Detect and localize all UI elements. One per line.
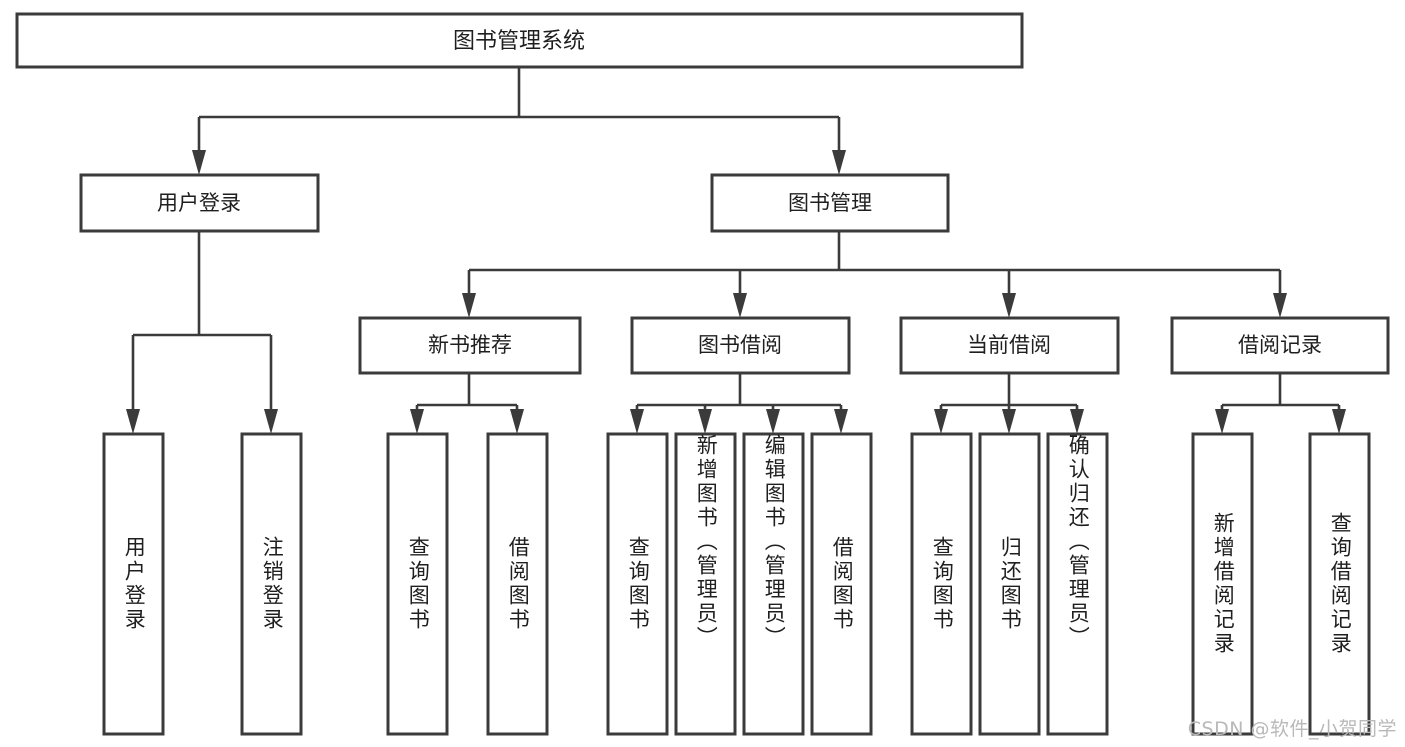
csdn-watermark: CSDN @软件_小贺同学 xyxy=(1187,718,1397,740)
node-current-borrow-label: 当前借阅 xyxy=(967,333,1051,357)
node-leaf-confirm-return-box[interactable] xyxy=(1046,432,1109,736)
node-new-book-recommend-box[interactable] xyxy=(358,316,582,375)
arrow-head-leaf-return-book xyxy=(1002,409,1016,434)
node-leaf-query-book-3-box[interactable] xyxy=(910,432,973,736)
node-root-box[interactable] xyxy=(15,12,1024,69)
node-leaf-borrow-book-2-box[interactable] xyxy=(810,432,873,736)
arrow-head-leaf-edit-book xyxy=(766,409,780,434)
arrow-head-new-book-recommend xyxy=(462,293,476,318)
node-user-login-box[interactable] xyxy=(79,173,320,233)
node-root-label: 图书管理系统 xyxy=(453,29,585,54)
node-leaf-borrow-book-1-box[interactable] xyxy=(486,432,549,736)
node-book-borrow[interactable]: 图书借阅 xyxy=(630,316,851,375)
node-new-book-recommend-label: 新书推荐 xyxy=(428,333,512,357)
node-leaf-add-record-box[interactable] xyxy=(1191,432,1254,736)
arrow-head-leaf-query-record xyxy=(1332,409,1346,434)
arrow-head-current-borrow xyxy=(1002,293,1016,318)
arrow-head-leaf-confirm-return xyxy=(1070,409,1084,434)
node-user-login-label: 用户登录 xyxy=(157,191,241,215)
node-book-borrow-label: 图书借阅 xyxy=(698,333,782,357)
node-current-borrow-box[interactable] xyxy=(899,316,1120,375)
arrow-head-borrow-record xyxy=(1273,293,1287,318)
node-leaf-edit-book-box[interactable] xyxy=(742,432,805,736)
node-borrow-record-box[interactable] xyxy=(1170,316,1390,375)
node-book-manage[interactable]: 图书管理 xyxy=(710,173,950,233)
arrow-head-leaf-user-logout xyxy=(264,409,278,434)
arrow-head-leaf-borrow-book-1 xyxy=(510,409,524,434)
arrow-head-leaf-borrow-book-2 xyxy=(834,409,848,434)
arrow-head-book-manage xyxy=(832,150,846,175)
arrow-head-leaf-query-book-1 xyxy=(410,409,424,434)
node-book-manage-box[interactable] xyxy=(710,173,950,233)
node-new-book-recommend[interactable]: 新书推荐 xyxy=(358,316,582,375)
arrow-head-leaf-query-book-3 xyxy=(934,409,948,434)
node-borrow-record[interactable]: 借阅记录 xyxy=(1170,316,1390,375)
node-leaf-query-book-2-box[interactable] xyxy=(606,432,669,736)
node-book-manage-label: 图书管理 xyxy=(788,191,872,215)
node-leaf-return-book-box[interactable] xyxy=(978,432,1041,736)
node-root[interactable]: 图书管理系统 xyxy=(15,12,1024,69)
node-leaf-user-login-box[interactable] xyxy=(102,432,165,736)
node-layer: 图书管理系统 用户登录 图书管理 新书推荐 图书借阅 xyxy=(15,12,1390,736)
node-leaf-user-logout-box[interactable] xyxy=(240,432,303,736)
arrow-head-book-borrow xyxy=(733,293,747,318)
arrow-head-leaf-query-book-2 xyxy=(630,409,644,434)
node-borrow-record-label: 借阅记录 xyxy=(1238,333,1322,357)
node-leaf-query-book-1-box[interactable] xyxy=(386,432,449,736)
arrow-head-leaf-add-record xyxy=(1215,409,1229,434)
arrow-head-leaf-add-book xyxy=(698,409,712,434)
node-book-borrow-box[interactable] xyxy=(630,316,851,375)
arrow-head-user-login xyxy=(192,150,206,175)
node-leaf-query-record-box[interactable] xyxy=(1308,432,1371,736)
arrow-head-leaf-user-login xyxy=(126,409,140,434)
node-current-borrow[interactable]: 当前借阅 xyxy=(899,316,1120,375)
node-leaf-add-book-box[interactable] xyxy=(674,432,737,736)
connector-layer xyxy=(126,67,1346,434)
node-user-login[interactable]: 用户登录 xyxy=(79,173,320,233)
